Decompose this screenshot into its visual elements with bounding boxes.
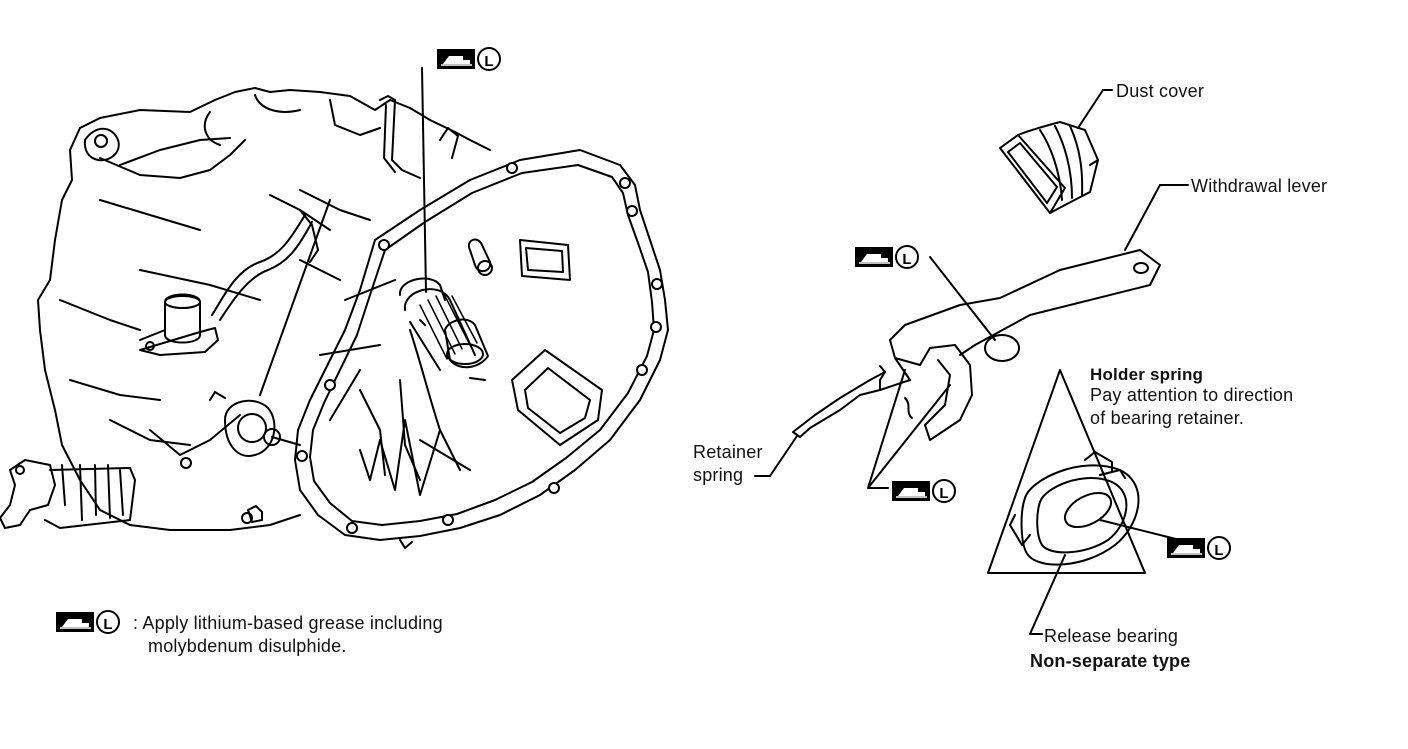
label-non-separate-type: Non-separate type [1030,651,1191,671]
leader-fork-grease [867,369,951,489]
grease-symbol-fork: L [891,479,956,503]
leader-release-bearing [1029,554,1066,635]
legend-text-line-2: molybdenum disulphide. [148,636,347,656]
legend-text-line-1: : Apply lithium-based grease including [133,613,443,633]
grease-symbol-shaft: L [436,47,501,71]
label-pay-attention-1: Pay attention to direction [1090,385,1294,405]
leader-retainer-spring [754,435,798,477]
grease-letter: L [1214,542,1223,559]
grease-symbol-lever: L [854,245,919,269]
legend-grease-letter: L [103,616,112,633]
grease-letter: L [939,485,948,502]
transaxle-housing [0,87,669,549]
label-retainer-spring-1: Retainer [693,442,763,462]
leader-shaft-grease [421,67,427,293]
grease-symbol-legend: L [55,610,120,634]
grease-letter: L [902,251,911,268]
label-withdrawal-lever: Withdrawal lever [1191,176,1328,196]
label-holder-spring: Holder spring [1090,365,1204,384]
label-pay-attention-2: of bearing retainer. [1090,408,1245,428]
grease-letter: L [484,53,493,70]
label-release-bearing: Release bearing [1044,626,1179,646]
label-retainer-spring-2: spring [693,465,744,485]
release-bearing [987,369,1146,574]
label-dust-cover: Dust cover [1116,81,1205,101]
withdrawal-lever [792,184,1189,441]
leader-bearing-grease [1099,519,1181,541]
dust-cover [999,89,1113,214]
grease-symbol-bearing: L [1166,536,1231,560]
